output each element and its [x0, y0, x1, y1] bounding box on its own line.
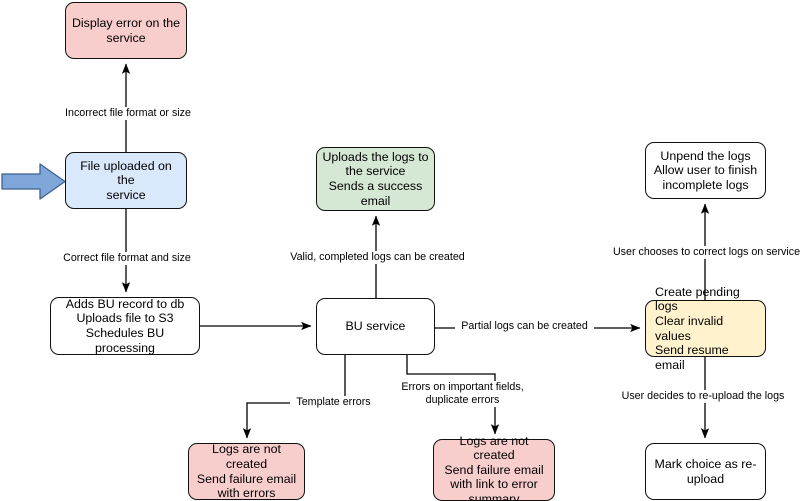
node-adds-bu-record[interactable]: Adds BU record to db Uploads file to S3 … [50, 297, 200, 355]
node-logs-not-created-summary[interactable]: Logs are not created Send failure email … [433, 434, 555, 501]
external-input-arrow [1, 163, 66, 200]
node-logs-not-created-template[interactable]: Logs are not created Send failure email … [188, 442, 305, 500]
node-mark-choice-reupload[interactable]: Mark choice as re- upload [645, 443, 766, 500]
edge-label-correct-format: Correct file format and size [58, 252, 196, 265]
edge-label-incorrect-format: Incorrect file format or size [57, 107, 199, 120]
edge-label-partial-logs: Partial logs can be created [455, 320, 594, 333]
edge-label-errors-important-fields: Errors on important fields, duplicate er… [393, 381, 532, 407]
edge-label-template-errors: Template errors [290, 396, 377, 409]
edge-label-user-corrects-logs: User chooses to correct logs on service [607, 246, 801, 259]
node-create-pending-logs[interactable]: Create pending logs Clear invalid values… [645, 285, 766, 372]
node-bu-service[interactable]: BU service [316, 298, 435, 355]
edge-label-valid-completed-logs: Valid, completed logs can be created [283, 251, 472, 264]
edge-label-user-reupload: User decides to re-upload the logs [616, 390, 790, 403]
node-display-error[interactable]: Display error on the service [65, 2, 187, 59]
node-file-uploaded[interactable]: File uploaded on the service [65, 152, 187, 209]
node-uploads-logs[interactable]: Uploads the logs to the service Sends a … [316, 147, 435, 211]
node-unpend-logs[interactable]: Unpend the logs Allow user to finish inc… [645, 142, 766, 199]
